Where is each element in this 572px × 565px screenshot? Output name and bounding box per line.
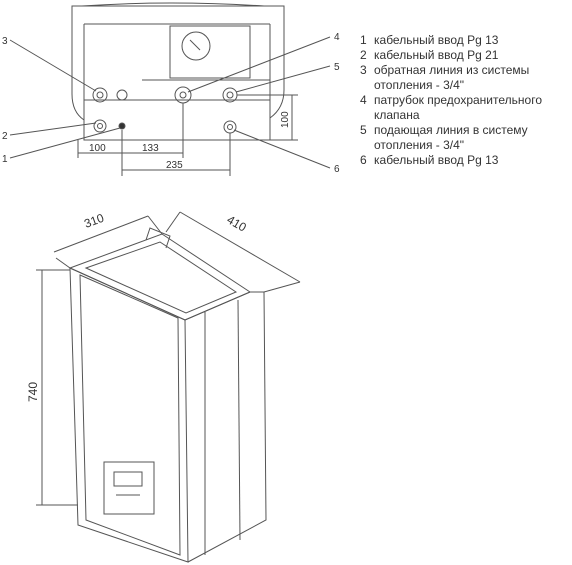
legend-item: 6 кабельный ввод Pg 13 [360,153,570,168]
leader-6 [233,129,331,169]
dim-line-310 [53,215,149,253]
fitting-3-icon-inner [96,91,104,99]
upper-panel [169,25,251,79]
legend-number: 3 [360,63,367,77]
dim-label-100-width: 100 [89,143,106,154]
ext-line [147,215,163,235]
dim-label-235: 235 [166,160,183,171]
legend-number: 4 [360,93,367,107]
callout-1: 1 [2,154,8,165]
leader-4 [187,36,331,93]
box-front-face [69,267,189,563]
leader-5 [235,65,331,93]
fitting-4-icon [174,86,192,104]
box-right-rib-2 [237,299,241,541]
fitting-2-icon [93,119,107,133]
legend-text: кабельный ввод Pg 13 [374,153,499,167]
fitting-3-icon [92,87,108,103]
control-panel-display [113,471,143,487]
box-top-face [68,233,252,321]
fitting-4-icon-inner [179,91,187,99]
legend-text: кабельный ввод Pg 13 [374,33,499,47]
box-right-face [184,291,267,563]
legend-item: 4 патрубок предохранительного клапана [360,93,570,123]
legend-text: обратная линия из системы отопления - 3/… [374,63,530,92]
gauge-needle [189,39,201,51]
dim-label-100-height: 100 [280,111,291,128]
legend-number: 2 [360,48,367,62]
fitting-6-icon-inner [227,124,233,130]
leader-2 [9,122,97,136]
legend-text: кабельный ввод Pg 21 [374,48,499,62]
bottom-view-rear-edge [81,2,265,7]
fitting-icon [116,89,128,101]
box-top-inner [84,241,238,314]
legend-item: 3 обратная линия из системы отопления - 3… [360,63,570,93]
dim-label-133: 133 [142,143,159,154]
legend-number: 6 [360,153,367,167]
ext-line [55,257,71,269]
fitting-6-icon [223,120,237,134]
dim-label-310: 310 [82,211,106,231]
fitting-1-icon [118,122,126,130]
ext-line [263,281,301,293]
legend-item: 2 кабельный ввод Pg 21 [360,48,570,63]
legend-number: 1 [360,33,367,47]
leader-3 [9,39,97,92]
legend-item: 5 подающая линия в систему отопления - 3/… [360,123,570,153]
legend: 1 кабельный ввод Pg 13 2 кабельный ввод Pg… [360,33,570,168]
box-front-panel [79,274,181,556]
bottom-view: 3 2 1 4 5 6 100 133 235 100 [2,2,340,176]
leader-1 [9,127,121,159]
dim-label-410: 410 [225,212,250,234]
callout-4: 4 [334,32,340,43]
callout-5: 5 [334,62,340,73]
fitting-5-icon-inner [226,91,234,99]
dim-line-410 [179,211,301,283]
dim-label-740: 740 [26,382,40,402]
legend-text: подающая линия в систему отопления - 3/4… [374,123,528,152]
fitting-2-icon-inner [97,123,103,129]
legend-number: 5 [360,123,367,137]
control-panel [103,461,155,515]
callout-3: 3 [2,36,8,47]
callout-6: 6 [334,164,340,175]
ext-line [165,211,181,233]
gauge-icon [181,31,211,61]
legend-text: патрубок предохранительного клапана [374,93,542,122]
isometric-view: 310 410 740 [26,211,301,563]
legend-item: 1 кабельный ввод Pg 13 [360,33,570,48]
callout-2: 2 [2,131,8,142]
